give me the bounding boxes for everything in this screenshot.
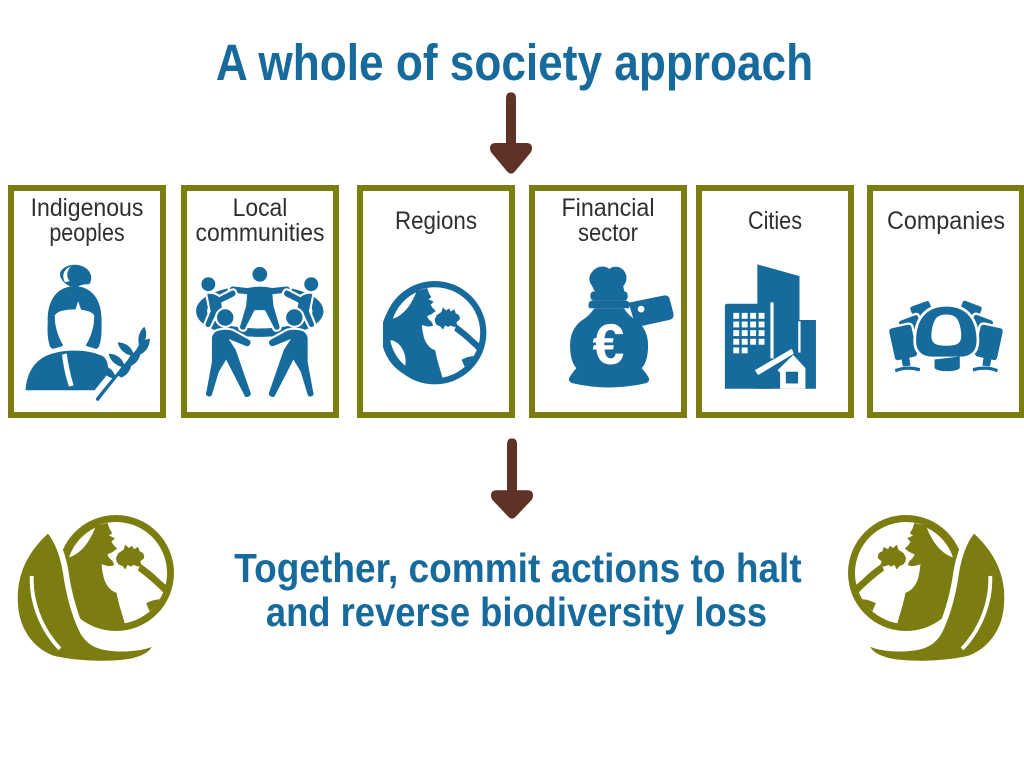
- svg-text:€: €: [592, 313, 624, 377]
